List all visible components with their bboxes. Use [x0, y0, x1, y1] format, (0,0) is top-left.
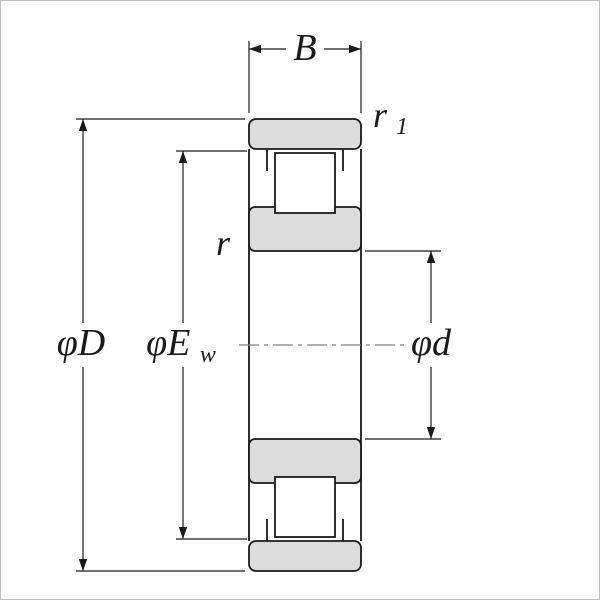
- label-outer-diameter: φD: [57, 322, 105, 364]
- label-bg-d: [407, 323, 457, 367]
- label-raceway-diameter: φE w: [146, 322, 216, 368]
- outer-ring-top-section: [248, 118, 362, 150]
- outer-ring-bottom-section: [248, 540, 362, 572]
- label-bg-Ew: [147, 323, 219, 367]
- label-bg-D: [49, 323, 115, 367]
- label-width-B: B: [293, 27, 316, 69]
- label-bg-B: [286, 29, 324, 67]
- roller-upper: [274, 152, 336, 214]
- roller-lower: [274, 476, 336, 538]
- label-bore-diameter: φd: [411, 322, 452, 364]
- label-chamfer-r: r: [216, 223, 231, 263]
- label-chamfer-r1: r 1: [373, 95, 408, 140]
